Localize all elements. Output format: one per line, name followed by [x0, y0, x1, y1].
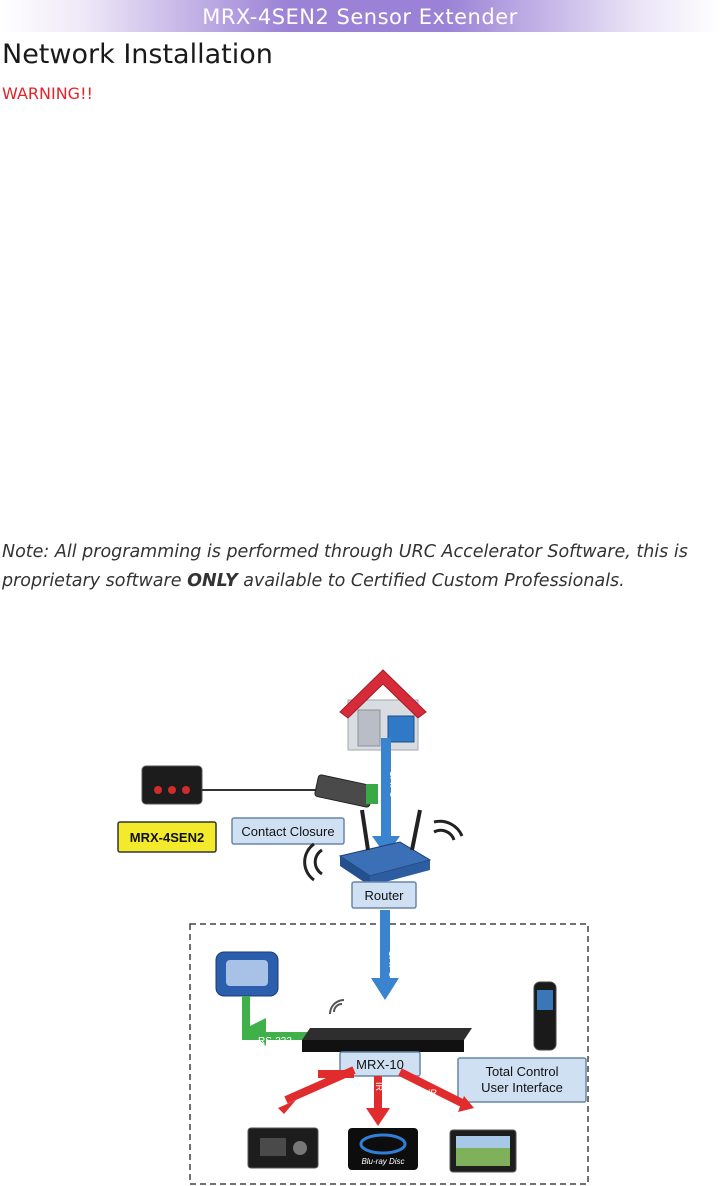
mrx10-label: MRX-10: [356, 1057, 404, 1072]
receiver-icon: [247, 1127, 319, 1169]
rs232-label: RS-232: [258, 1036, 292, 1047]
contact-label-box: Contact Closure: [231, 817, 345, 845]
header-bar: MRX-4SEN2 Sensor Extender: [0, 0, 720, 32]
router-icon: [338, 809, 432, 886]
note-tail: available to Certified Custom Profession…: [237, 571, 625, 591]
ir-mid-label: IR: [374, 1082, 384, 1092]
cat5-mid-label: CAT 5: [386, 950, 397, 978]
ir-right-label: IR: [428, 1088, 438, 1098]
ui-label-line1: Total Control: [486, 1064, 559, 1079]
bluray-label: Blu-ray Disc: [361, 1157, 404, 1166]
section-title: Network Installation: [2, 39, 273, 70]
sensor-device-icon: [141, 765, 330, 805]
note-lead: Note: All programming is performed throu…: [2, 542, 688, 591]
wifi-right-icon: [433, 819, 464, 841]
cat5-top-label: CAT 5: [387, 770, 398, 798]
cat5-cable-mid: CAT 5: [371, 910, 399, 1000]
contact-label: Contact Closure: [241, 824, 334, 839]
remote-control-icon: [533, 981, 557, 1051]
network-diagram: CAT 5 MRX-4SEN2 Contact Closure: [117, 669, 589, 1185]
header-title: MRX-4SEN2 Sensor Extender: [202, 5, 518, 29]
user-interface-label-box: Total Control User Interface: [457, 1057, 587, 1103]
note-emphasis: ONLY: [187, 571, 238, 591]
warning-text: WARNING!!: [2, 84, 93, 103]
tv-display-icon: [449, 1129, 517, 1173]
mrx10-label-box: MRX-10: [339, 1051, 421, 1077]
wifi-left-icon: [303, 842, 323, 882]
sensor-label: MRX-4SEN2: [130, 830, 204, 845]
rs232-device-icon: [215, 951, 279, 997]
mrx10-controller-icon: [302, 999, 472, 1052]
router-label-box: Router: [351, 881, 417, 909]
ir-cables: IR IR IR: [278, 1066, 474, 1126]
ir-left-label: IR: [324, 1088, 334, 1098]
note-paragraph: Note: All programming is performed throu…: [2, 538, 717, 596]
bluray-logo-icon: Blu-ray Disc: [348, 1128, 418, 1170]
local-system-enclosure: [189, 923, 589, 1185]
ui-label-line2: User Interface: [481, 1080, 563, 1095]
contact-closure-device-icon: [314, 774, 378, 808]
sensor-label-box: MRX-4SEN2: [117, 821, 217, 853]
rs232-cable: RS-232: [242, 996, 310, 1047]
router-label: Router: [364, 888, 404, 903]
